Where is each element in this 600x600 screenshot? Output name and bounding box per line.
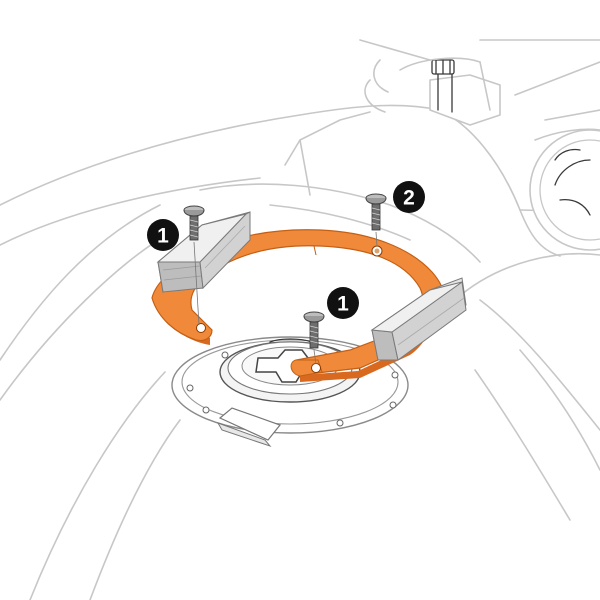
screw-right [365,193,387,247]
right-rubber-pad [370,277,467,361]
callout-badge-screw-right: 2 [393,181,425,213]
callout-label: 2 [403,187,415,210]
callout-label: 1 [337,293,349,316]
screw-center [303,311,325,365]
screw-left [183,205,205,326]
callout-badge-screw-left: 1 [147,219,179,251]
fuel-tank-outline [0,39,600,600]
steering-stem-bolt [399,57,501,126]
left-rubber-pad [156,211,251,293]
tank-side-gauge [529,129,600,251]
callout-badge-screw-center: 1 [327,287,359,319]
callout-label: 1 [157,225,169,248]
